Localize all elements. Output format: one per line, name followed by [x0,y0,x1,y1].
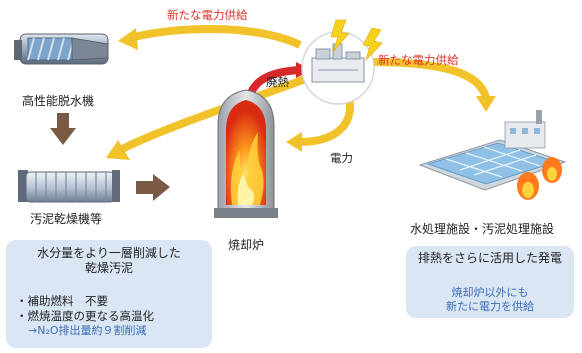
left-box-bullet-2-sub: →N₂O排出量約９割削減 [28,324,147,337]
electricity-label: 電力 [330,151,353,165]
right-box-heading: 排熱をさらに活用した発電 [417,251,562,265]
treatment-label: 水処理施設・汚泥処理施設 [410,222,555,236]
waste-heat-label: 廃熱 [266,75,289,89]
arrow-dewatering-to-dryer [50,113,76,145]
lightning-icon-right [362,27,383,61]
incinerator-label: 焼却炉 [228,238,265,252]
left-box-bullet-2: ・燃焼温度の更なる高温化 [16,309,154,323]
right-power-supply-label: 新たな電力供給 [378,53,459,67]
incinerator-icon [214,89,278,218]
lightning-icon-left [330,19,350,53]
left-box-heading-2: 乾燥汚泥 [84,261,133,275]
left-box-heading-1: 水分量をより一層削減した [37,246,181,260]
right-box-line-2: 新たに電力を供給 [446,300,534,313]
arrow-power-to-treatment [371,58,496,112]
top-power-supply-label: 新たな電力供給 [167,8,248,22]
arrow-power-to-dewatering [118,25,302,50]
arrow-power-to-dryer [106,74,310,160]
treatment-facility-icon [418,110,567,200]
dewatering-machine-icon [14,33,109,65]
dewatering-label: 高性能脱水機 [22,94,95,108]
dryer-label: 汚泥乾燥機等 [30,212,103,226]
right-box-line-1: 焼却炉以外にも [451,286,529,299]
left-info-box: 水分量をより一層削減した 乾燥汚泥 ・補助燃料 不要 ・燃焼温度の更なる高温化 … [6,240,212,348]
sludge-dryer-icon [18,170,120,203]
left-box-bullet-1: ・補助燃料 不要 [16,294,108,308]
right-info-box: 排熱をさらに活用した発電 焼却炉以外にも 新たに電力を供給 [406,246,574,318]
arrow-dryer-to-furnace [136,174,170,201]
